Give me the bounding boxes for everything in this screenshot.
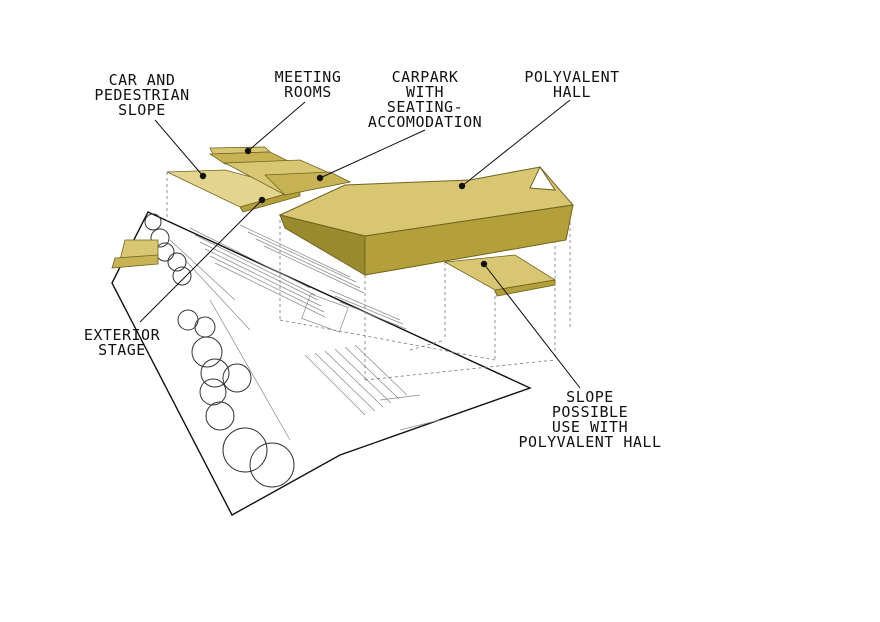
label-meeting-rooms: MEETING ROOMS xyxy=(258,70,358,100)
label-line: ACCOMODATION xyxy=(367,113,483,131)
label-line: POLYVALENT HALL xyxy=(518,433,662,451)
label-line: WITH xyxy=(405,83,445,101)
projection-lines xyxy=(166,172,571,381)
hall-slope-volume xyxy=(443,254,557,297)
label-line: SLOPE xyxy=(566,388,614,406)
label-slope-possible: SLOPE POSSIBLE USE WITH POLYVALENT HALL xyxy=(505,390,675,450)
label-line: CAR AND xyxy=(108,71,176,89)
label-line: HALL xyxy=(552,83,592,101)
label-line: SEATING- xyxy=(386,98,464,116)
label-carpark: CARPARK WITH SEATING- ACCOMODATION xyxy=(355,70,495,130)
left-slabs xyxy=(111,239,159,269)
label-line: ROOMS xyxy=(284,83,332,101)
label-line: SLOPE xyxy=(118,101,166,119)
label-line: MEETING xyxy=(274,68,342,86)
site-plan-outline xyxy=(111,211,532,516)
label-line: CARPARK xyxy=(391,68,459,86)
label-line: USE WITH xyxy=(551,418,629,436)
carpark-volume xyxy=(223,159,352,196)
label-line: POSSIBLE xyxy=(551,403,629,421)
leader-lines xyxy=(139,99,581,389)
polyvalent-hall-volume xyxy=(278,165,574,276)
label-polyvalent-hall: POLYVALENT HALL xyxy=(512,70,632,100)
label-line: PEDESTRIAN xyxy=(94,86,190,104)
label-line: EXTERIOR xyxy=(83,326,161,344)
label-line: POLYVALENT xyxy=(524,68,620,86)
label-exterior-stage: EXTERIOR STAGE xyxy=(72,328,172,358)
label-line: STAGE xyxy=(98,341,146,359)
plan-seating-rows xyxy=(169,224,441,441)
plan-trees xyxy=(144,213,295,488)
label-car-pedestrian-slope: CAR AND PEDESTRIAN SLOPE xyxy=(82,73,202,118)
leader-dots xyxy=(199,147,488,268)
